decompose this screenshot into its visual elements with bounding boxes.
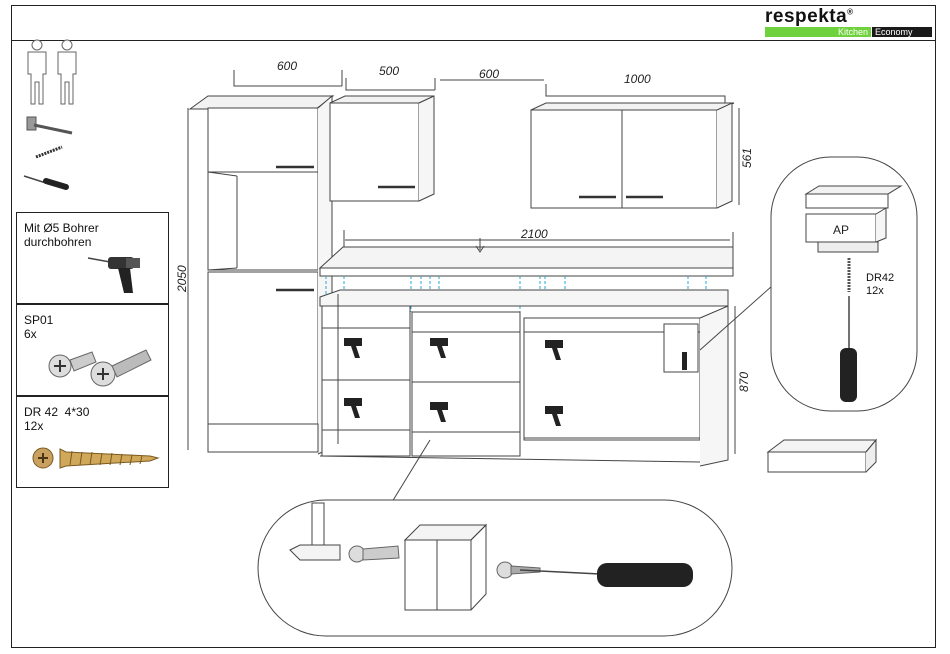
dim-width-1: 600 — [277, 59, 297, 73]
screwdriver-small-icon — [24, 176, 66, 187]
upper-cabinet-500 — [330, 96, 434, 201]
screw-small-icon — [36, 147, 62, 157]
two-persons-icon — [28, 40, 76, 104]
upper-cabinet-1000 — [531, 103, 734, 208]
drawer-drawing — [768, 440, 876, 472]
detail-screw-code: DR42 — [866, 272, 894, 284]
dim-base-height: 870 — [737, 372, 751, 392]
hammer-icon — [27, 117, 72, 133]
dim-width-4: 1000 — [624, 72, 651, 86]
dim-upper-height: 561 — [740, 148, 754, 168]
sp01-connector-screws-icon — [49, 350, 151, 386]
base-cabinets — [320, 290, 728, 466]
drill-icon — [88, 257, 140, 293]
dim-total-height: 2050 — [175, 265, 189, 293]
detail-screw-qty: 12x — [866, 285, 884, 297]
dim-worktop-width: 2100 — [520, 227, 548, 241]
tall-cabinet — [190, 96, 333, 454]
ap-label: AP — [833, 223, 849, 237]
dim-width-3: 600 — [479, 67, 499, 81]
dim-width-2: 500 — [379, 64, 399, 78]
dr42-wood-screw-icon — [33, 448, 158, 468]
